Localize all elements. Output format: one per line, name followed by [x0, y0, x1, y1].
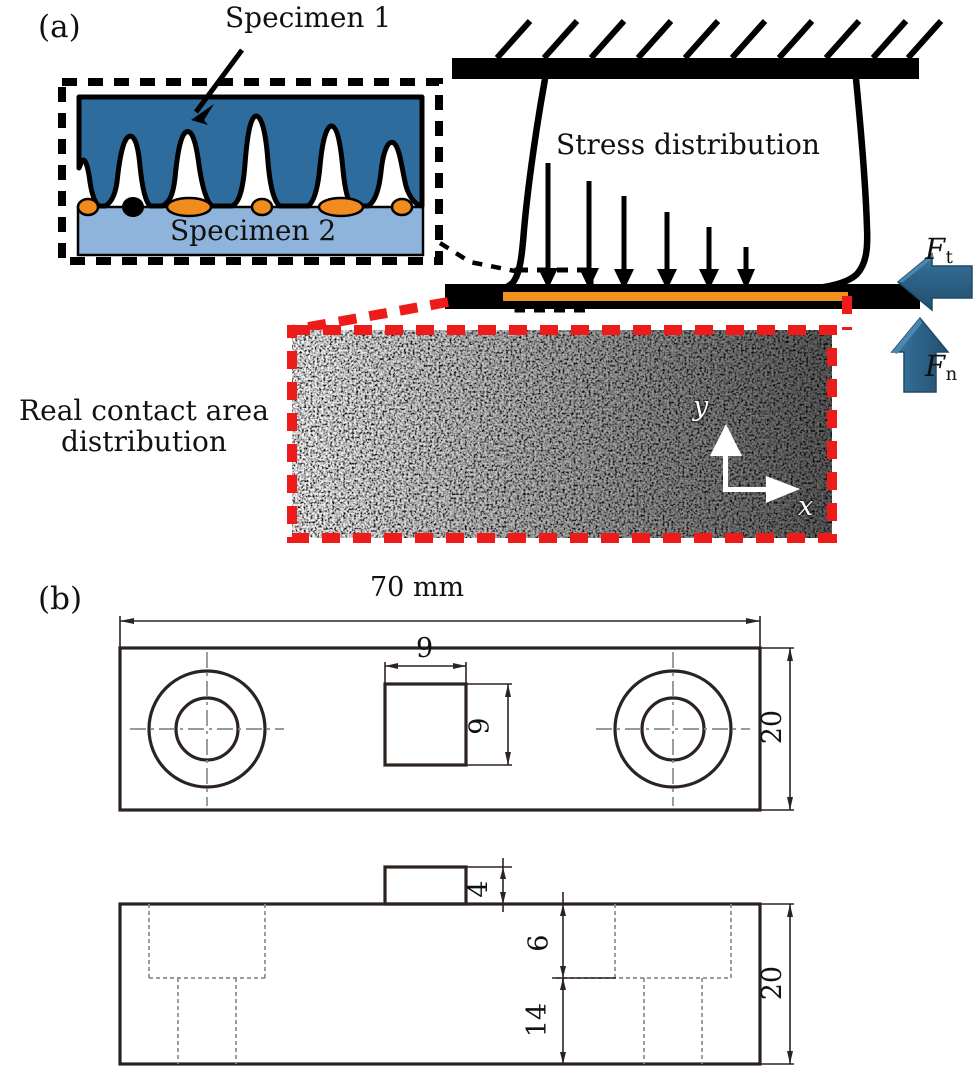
dim-boss-height [464, 858, 512, 912]
dim-counterbore-depth [552, 892, 616, 986]
hidden-hole-left [148, 904, 266, 1064]
dim-label-overall-length: 70 mm [370, 572, 465, 603]
specimen-bar-assembly [445, 284, 920, 309]
dim-label-pad-height: 9 [464, 717, 496, 735]
stress-distribution-label: Stress distribution [556, 128, 820, 161]
boss-rect [383, 865, 468, 906]
real-contact-area-label-line1: Real contact area [19, 394, 269, 427]
contact-spot [250, 197, 274, 217]
contact-image-axes [710, 424, 800, 503]
ft-symbol: F [925, 232, 946, 266]
dim-label-counterbore-depth: 6 [523, 934, 555, 952]
specimen-1-rough-body [76, 94, 425, 209]
dim-body-height [560, 978, 566, 1064]
stress-arrow [579, 181, 599, 289]
force-normal-arrow [890, 316, 950, 393]
fixed-support [452, 19, 944, 79]
specimen-1-arrowhead [191, 104, 214, 125]
inset-dashed-frame [58, 78, 443, 265]
axis-y-shaft [723, 452, 728, 492]
fn-arrow-highlight [892, 318, 922, 354]
hole-left [130, 652, 284, 806]
panel-b-top-view [118, 616, 794, 812]
body-left-leg [492, 75, 549, 294]
real-contact-area-image [287, 325, 837, 543]
hidden-hole-right [556, 904, 732, 1064]
interface-layer-orange [503, 292, 848, 301]
loaded-body-outline [492, 75, 871, 296]
axis-x-head [766, 476, 800, 503]
axis-y-label: y [693, 391, 709, 422]
ft-subscript: t [945, 246, 953, 268]
specimen-1-label: Specimen 1 [225, 1, 392, 34]
force-tangential-label: Ft [925, 233, 953, 268]
asperity-inset [58, 48, 443, 265]
panel-b-side-view [118, 858, 794, 1066]
stress-arrow [699, 227, 719, 290]
dim-label-boss-height: 4 [463, 880, 495, 898]
specimen-2-label: Specimen 2 [170, 214, 337, 247]
dim-label-overall-height-side: 20 [757, 965, 789, 1001]
dim-overall-length [119, 616, 761, 650]
dim-label-pad-width: 9 [416, 633, 434, 664]
force-tangential-arrow [896, 252, 973, 312]
dim-label-overall-width-top: 20 [757, 709, 789, 745]
hole-right [596, 652, 750, 806]
central-pad-square [383, 682, 468, 767]
stress-arrow [614, 196, 634, 290]
asperity-contact-spots [76, 196, 414, 218]
contact-spot [165, 196, 213, 218]
ft-arrow-highlight [898, 254, 934, 282]
dim-overall-height-side [758, 903, 794, 1065]
real-contact-area-label: Real contact area distribution [4, 395, 284, 458]
axis-y-head [710, 424, 742, 456]
contact-spot [390, 197, 414, 217]
centre-mark [130, 652, 284, 806]
body-right-leg [766, 75, 871, 296]
support-bar [452, 58, 919, 79]
panel-b-tag: (b) [38, 581, 83, 617]
real-contact-area-label-line2: distribution [61, 425, 227, 459]
fn-subscript: n [945, 363, 958, 385]
stress-arrow [737, 247, 755, 290]
support-hatching [494, 19, 944, 60]
dim-pad-width [384, 662, 467, 686]
stress-arrow [538, 163, 558, 289]
callout-leader-top [291, 297, 449, 335]
axis-x-label: x [798, 491, 814, 522]
contact-spot [317, 196, 365, 218]
centre-mark [596, 652, 750, 806]
inset-leader-line [438, 241, 521, 275]
plate-outline-top [118, 646, 762, 812]
dim-overall-width-top [758, 647, 794, 811]
panel-a-tag: (a) [38, 9, 81, 45]
force-normal-label: Fn [925, 350, 957, 385]
fn-symbol: F [925, 349, 946, 383]
contact-spot [122, 197, 144, 217]
body-rect-side [118, 902, 762, 1066]
stress-arrow [657, 212, 677, 290]
dim-pad-height [464, 683, 512, 766]
dim-label-body-height: 14 [522, 1002, 554, 1038]
specimen-1-pointer-arrow [193, 48, 245, 114]
axis-x-shaft [723, 487, 771, 492]
contact-area-callout [291, 296, 852, 335]
stress-distribution-arrows [538, 163, 755, 290]
contact-spot [76, 197, 100, 217]
